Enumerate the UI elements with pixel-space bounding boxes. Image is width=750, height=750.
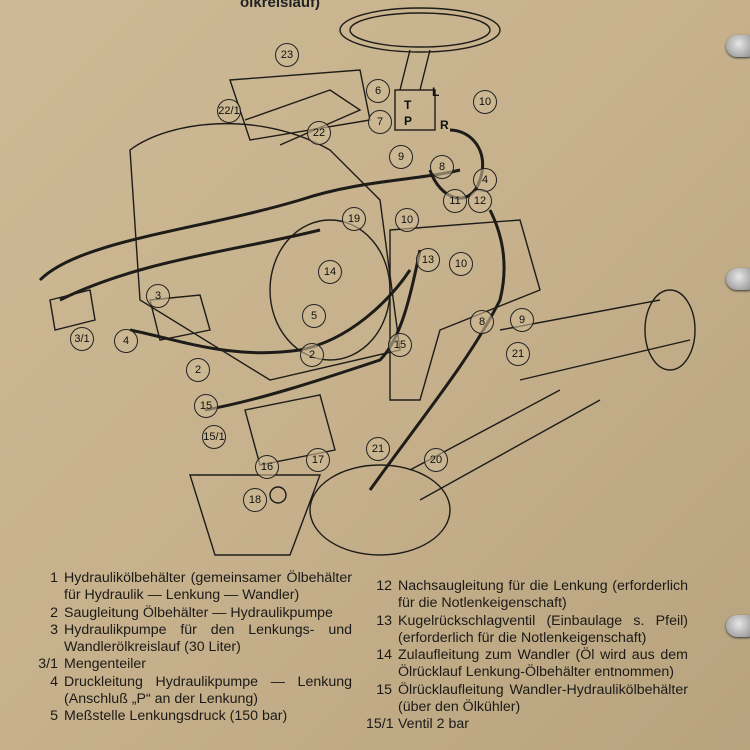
callout: 3/1: [70, 327, 94, 351]
callout: 9: [389, 145, 413, 169]
hydraulic-lines: [38, 128, 506, 491]
legend-number: 15: [376, 681, 392, 698]
legend-number: 15/1: [366, 716, 394, 733]
legend-item: 1 Hydraulikölbehälter (gemeinsamer Ölbehä…: [32, 570, 352, 605]
port-label-t: T: [404, 98, 412, 112]
callout: 21: [506, 342, 530, 366]
legend-item: 2 Saugleitung Ölbehälter — Hydraulikpumpe: [32, 605, 352, 622]
legend-number: 14: [376, 647, 392, 664]
legend-text: Hydraulikpumpe für den Lenkungs- und Wan…: [64, 621, 352, 656]
callout: 15/1: [202, 425, 226, 449]
pump: [149, 294, 211, 341]
hydraulic-circuit-diagram: [38, 7, 696, 556]
callout: 15: [194, 394, 218, 418]
callout: 23: [275, 43, 299, 67]
callout: 18: [243, 488, 267, 512]
legend-item: 5 Meßstelle Lenkungsdruck (150 bar): [32, 708, 352, 725]
steering-column: [399, 49, 431, 91]
callout: 7: [368, 110, 392, 134]
port-label-p: P: [404, 114, 413, 128]
port-label-r: R: [440, 118, 449, 132]
legend-item: 4 Druckleitung Hydraulikpumpe — Lenkung (…: [32, 674, 352, 709]
binder-ring: [726, 268, 750, 290]
callout: 13: [416, 248, 440, 272]
callout: 2: [300, 343, 324, 367]
callout: 21: [366, 437, 390, 461]
engine-block: [129, 122, 401, 381]
callout: 20: [424, 448, 448, 472]
callout: 6: [366, 79, 390, 103]
oil-cooler: [244, 394, 336, 466]
callout: 10: [449, 252, 473, 276]
legend-item: 3 Hydraulikpumpe für den Lenkungs- und Wa…: [32, 622, 352, 657]
callout: 12: [468, 189, 492, 213]
binder-ring: [726, 35, 750, 57]
legend-text: Druckleitung Hydraulikpumpe — Lenkung (A…: [64, 673, 352, 708]
legend-text: Kugelrückschlagventil (Einbaulage s. Pfe…: [398, 612, 688, 646]
legend-number: 1: [50, 570, 58, 586]
legend-number: 2: [50, 604, 58, 621]
oil-tank: [229, 69, 371, 141]
dashboard-panel: [189, 474, 322, 556]
legend-number: 12: [376, 578, 392, 594]
legend-text: Ventil 2 bar: [398, 716, 469, 733]
flow-divider: [49, 289, 96, 331]
legend-item: 15 Ölrücklaufleitung Wandler-Hydraulikölb…: [366, 682, 688, 717]
callout: 22: [307, 121, 331, 145]
section-heading: ölkreislauf): [240, 0, 321, 11]
callout: 5: [302, 304, 326, 328]
callout: 8: [430, 155, 454, 179]
legend-text: Mengenteiler: [64, 656, 147, 673]
callout: 10: [395, 208, 419, 232]
callout: 9: [510, 308, 534, 332]
legend-left-column: 1 Hydraulikölbehälter (gemeinsamer Ölbehä…: [32, 570, 352, 726]
callout: 15: [388, 333, 412, 357]
callout: 17: [306, 448, 330, 472]
legend-number: 4: [50, 673, 58, 690]
legend-text: Nachsaugleitung für die Lenkung (erforde…: [398, 578, 688, 612]
axle-hub-left: [309, 464, 451, 556]
callout: 19: [342, 207, 366, 231]
port-label-l: L: [432, 85, 440, 99]
callout: 2: [186, 358, 210, 382]
legend-number: 3/1: [38, 656, 58, 673]
legend-text: Saugleitung Ölbehälter — Hydraulikpumpe: [64, 604, 333, 621]
legend-text: Zulaufleitung zum Wandler (Öl wird aus d…: [398, 647, 688, 681]
legend-text: Ölrücklaufleitung Wandler-Hydraulikölbeh…: [398, 681, 688, 716]
callout: 10: [473, 90, 497, 114]
steering-unit: [394, 89, 436, 131]
callout: 16: [255, 455, 279, 479]
legend-item: 3/1 Mengenteiler: [32, 656, 352, 673]
binder-ring: [726, 615, 750, 637]
steering-wheel: [339, 7, 501, 53]
legend-number: 5: [50, 708, 58, 725]
callout: 11: [443, 189, 467, 213]
legend-text: Hydraulikölbehälter (gemeinsamer Ölbehäl…: [64, 570, 352, 604]
axle-hub-right: [644, 289, 696, 371]
legend-text: Meßstelle Lenkungsdruck (150 bar): [64, 708, 288, 725]
legend-item: 14 Zulaufleitung zum Wandler (Öl wird aus…: [366, 647, 688, 682]
transmission-housing: [389, 219, 541, 401]
callout: 14: [318, 260, 342, 284]
legend-number: 13: [376, 612, 392, 629]
legend-item: 13 Kugelrückschlagventil (Einbaulage s. P…: [366, 613, 688, 648]
legend-item: 12 Nachsaugleitung für die Lenkung (erfor…: [366, 578, 688, 613]
callout: 4: [114, 329, 138, 353]
callout: 22/1: [217, 99, 241, 123]
callout: 3: [146, 284, 170, 308]
legend-right-column: 12 Nachsaugleitung für die Lenkung (erfor…: [366, 578, 688, 734]
legend-number: 3: [50, 621, 58, 638]
callout: 8: [470, 310, 494, 334]
